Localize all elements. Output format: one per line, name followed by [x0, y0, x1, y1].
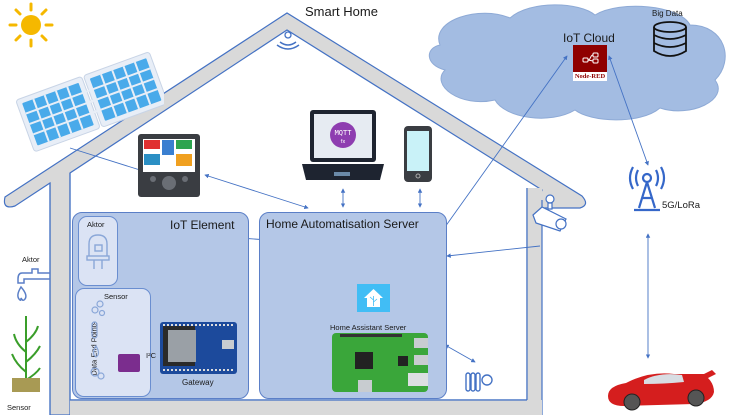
gateway-board [160, 322, 237, 374]
smart-home-title: Smart Home [305, 4, 378, 19]
big-data-label: Big Data [652, 9, 683, 18]
plant-icon [11, 316, 41, 392]
ha-server-label: Home Assistant Server [330, 323, 407, 332]
node-red-label: Node-RED [573, 72, 607, 81]
outside-sensor-label: Sensor [7, 403, 31, 412]
cloud-title: IoT Cloud [563, 31, 615, 45]
droplet-icon [92, 344, 100, 358]
arrow-solar-controller [69, 147, 141, 171]
phone-icon [404, 126, 432, 182]
server-title: Home Automatisation Server [266, 217, 419, 231]
arrow-server-cloud [429, 55, 568, 249]
arrow-server-camera [446, 245, 541, 258]
iot-element-title: IoT Element [170, 218, 235, 232]
mqtt-fx-logo: MQTT [335, 129, 353, 137]
network-label: 5G/LoRa [662, 200, 701, 211]
sensor-chip [118, 354, 140, 372]
arrow-controller-server [204, 174, 309, 209]
i2c-label: I²C [146, 351, 156, 360]
solar-cells [22, 58, 162, 146]
aktor-label: Aktor [87, 220, 105, 229]
node-red-flow-icon [582, 52, 599, 64]
gateway-label: Gateway [182, 378, 214, 387]
sensor-data-icons [90, 300, 106, 380]
security-camera-icon [532, 194, 567, 232]
water-tap-icon [17, 268, 50, 302]
thermometer-icon [91, 321, 98, 339]
wifi-icon [276, 31, 300, 50]
arrow-server-radiator [444, 344, 476, 363]
sun-icon [8, 2, 54, 48]
sensor-inner-box [75, 288, 151, 397]
laptop-icon: MQTT fx [302, 110, 384, 180]
radiator-icon [465, 372, 493, 392]
led-icon [86, 234, 110, 269]
database-icon [653, 21, 687, 57]
arrow-cloud-tower [608, 55, 649, 166]
sensor-label: Sensor [104, 292, 128, 301]
solar-controller-device [138, 134, 200, 197]
car-icon [608, 370, 716, 411]
home-assistant-logo [357, 284, 390, 312]
node-red-logo [573, 45, 607, 72]
weather-icon [90, 367, 100, 377]
cell-tower-icon [628, 166, 666, 212]
home-assistant-icon [364, 289, 383, 307]
outside-aktor-label: Aktor [22, 255, 40, 264]
raspberry-pi-board [332, 333, 428, 392]
svg-text:fx: fx [341, 139, 346, 145]
